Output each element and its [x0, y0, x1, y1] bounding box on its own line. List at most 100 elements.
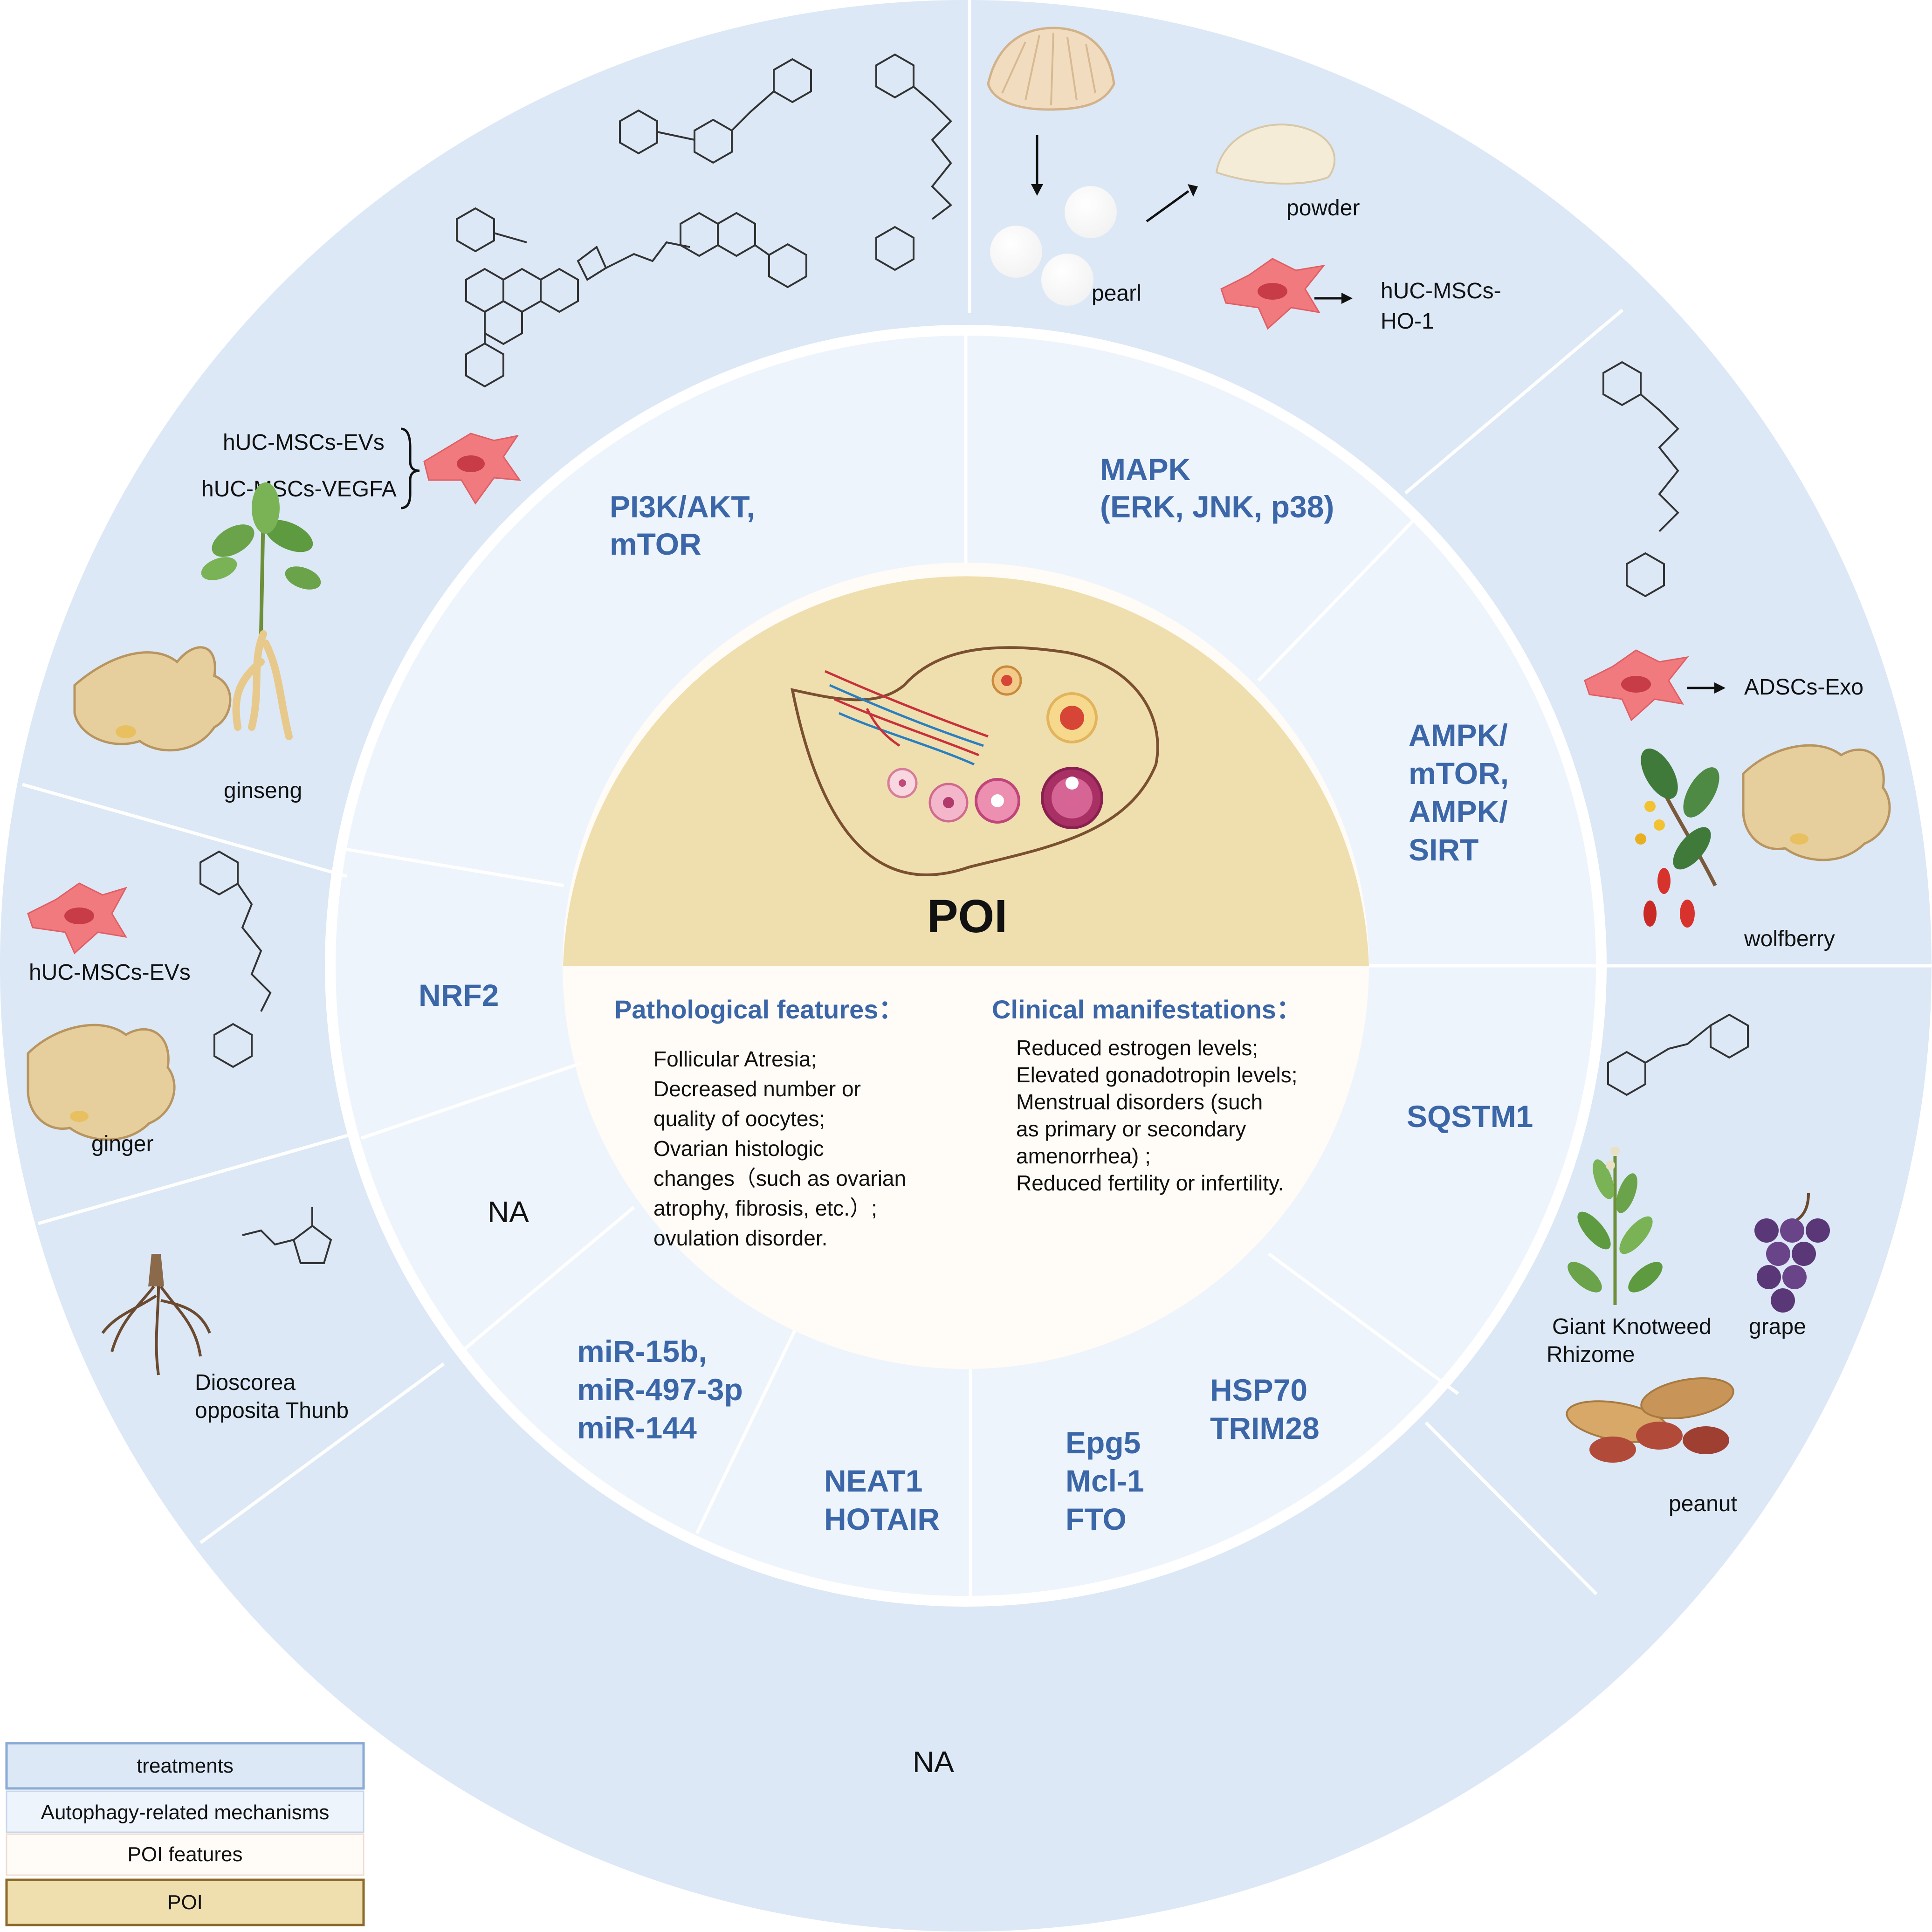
pathological-features: Pathological features： Follicular Atresi…: [614, 995, 906, 1250]
mechanism-line: NEAT1: [824, 1464, 922, 1498]
clinical-line: Menstrual disorders (such: [1016, 1090, 1263, 1114]
shell-icon: [987, 27, 1115, 111]
arrow-right-head: [1341, 293, 1353, 304]
treatment-bottom-na: NA: [913, 1745, 954, 1779]
legend-box-mechanisms: [6, 1790, 364, 1833]
curcumin-structure-right: [1602, 361, 1679, 598]
treatment-powder-label: powder: [1286, 196, 1360, 220]
poi-header-half: [563, 576, 1369, 966]
mechanism-line: (ERK, JNK, p38): [1100, 489, 1334, 524]
legend-label-mechanisms: Autophagy-related mechanisms: [41, 1801, 330, 1824]
dioscorea-root-illustration: [101, 1254, 211, 1375]
curcumin-structure-top: [875, 53, 953, 271]
mechanism-line: HOTAIR: [824, 1502, 940, 1536]
wolfberry-illustration: [1635, 748, 1719, 928]
allantoin-structure: [242, 1207, 332, 1264]
stem-cell-icon: [1584, 649, 1689, 722]
mechanism-line: Mcl-1: [1066, 1464, 1144, 1498]
clinical-line: Elevated gonadotropin levels;: [1016, 1063, 1298, 1087]
treatment-huc-mscs-vegfa: hUC-MSCs-VEGFA: [201, 477, 397, 502]
grape-illustration: [1754, 1193, 1830, 1313]
mechanism-mapk: MAPK (ERK, JNK, p38): [1100, 452, 1334, 524]
mechanism-na: NA: [488, 1195, 529, 1229]
treatment-huc-mscs-evs-label: hUC-MSCs-EVs: [29, 960, 191, 985]
mechanism-hsp70-trim28: HSP70 TRIM28: [1210, 1373, 1320, 1445]
clinical-line: Reduced estrogen levels;: [1016, 1036, 1258, 1060]
treatment-peanut-label: peanut: [1669, 1492, 1737, 1516]
mechanism-line: AMPK/: [1409, 794, 1508, 829]
pearl-2: [1065, 186, 1117, 238]
mechanism-line: TRIM28: [1210, 1411, 1320, 1445]
treatment-ginseng-label: ginseng: [224, 778, 302, 803]
mechanism-line: FTO: [1066, 1502, 1127, 1536]
arrow-to-powder: [1146, 190, 1189, 223]
ovary-illustration: [791, 646, 1159, 876]
outer-ring-dividers: [22, 0, 1932, 1595]
mechanism-line: miR-144: [577, 1410, 697, 1445]
clinical-line: amenorrhea) ;: [1016, 1144, 1151, 1168]
mechanism-line: SQSTM1: [1407, 1099, 1533, 1134]
pathological-header: Pathological features：: [614, 995, 904, 1024]
pearl-1: [990, 226, 1042, 278]
pearl-3: [1041, 254, 1093, 306]
mechanism-line: mTOR: [610, 527, 701, 561]
ginger-illustration-left: [27, 1024, 176, 1141]
ginger-illustration-ginseng: [73, 646, 232, 752]
treatment-huc-mscs-ho1-label: hUC-MSCs-: [1381, 279, 1501, 303]
ginseng-plant-illustration: [201, 482, 321, 740]
giant-knotweed-illustration: [1568, 1147, 1663, 1305]
clinical-line: as primary or secondary: [1016, 1117, 1246, 1141]
middle-ring-dividers: [340, 336, 1596, 1596]
legend-box-treatments: [5, 1742, 365, 1790]
pathological-line: atrophy, fibrosis, etc.）;: [653, 1196, 877, 1220]
pathological-line: Decreased number or: [653, 1077, 861, 1101]
mechanism-pi3k-akt-mtor: PI3K/AKT, mTOR: [610, 489, 755, 561]
treatment-adscs-exo-label: ADSCs-Exo: [1744, 675, 1863, 700]
ginger-illustration-wolfberry: [1742, 744, 1891, 861]
mechanism-sqstm1: SQSTM1: [1407, 1099, 1533, 1134]
mechanism-line: MAPK: [1100, 452, 1191, 487]
arrow-down-head: [1031, 184, 1043, 196]
clinical-manifestations: Clinical manifestations： Reduced estroge…: [992, 995, 1302, 1195]
arrow-right-head: [1714, 682, 1726, 694]
treatment-pearl-label: pearl: [1092, 281, 1141, 306]
arrow-to-powder-head: [1188, 184, 1198, 197]
treatment-knotweed-label: Rhizome: [1547, 1342, 1635, 1367]
legend-label-poi-features: POI features: [127, 1843, 242, 1866]
stem-cell-icon: [1220, 258, 1326, 330]
glucoside-structure: [619, 58, 812, 164]
mechanism-line: NRF2: [419, 978, 499, 1012]
legend-label-poi: POI: [167, 1891, 203, 1914]
mechanism-line: miR-15b,: [577, 1334, 707, 1368]
treatment-knotweed-label: Giant Knotweed: [1552, 1314, 1712, 1339]
mechanism-line: Epg5: [1066, 1425, 1141, 1460]
flavone-structure: [680, 212, 807, 289]
treatment-wolfberry-label: wolfberry: [1744, 927, 1835, 951]
mechanism-nrf2: NRF2: [419, 978, 499, 1012]
mechanism-mirna: miR-15b, miR-497-3p miR-144: [577, 1334, 743, 1445]
mechanism-line: mTOR,: [1409, 756, 1509, 791]
curcumin-structure-left: [199, 850, 272, 1068]
bracket: [400, 427, 420, 509]
legend: treatments Autophagy-related mechanisms …: [5, 1742, 365, 1926]
treatment-dioscorea-label: opposita Thunb: [195, 1398, 349, 1423]
pathological-line: quality of oocytes;: [653, 1107, 825, 1131]
pathological-line: Ovarian histologic: [653, 1136, 824, 1161]
mechanism-line: PI3K/AKT,: [610, 489, 755, 524]
treatment-huc-mscs-ho1-label: HO-1: [1381, 309, 1434, 334]
peanut-illustration: [1566, 1377, 1734, 1463]
powder-icon: [1215, 124, 1336, 185]
legend-box-poi: [5, 1878, 365, 1926]
ginsenoside-structure: [456, 207, 690, 388]
mechanism-line: miR-497-3p: [577, 1372, 743, 1407]
treatment-grape-label: grape: [1749, 1314, 1806, 1339]
stem-cell-icon: [27, 882, 128, 955]
mechanism-neat1-hotair: NEAT1 HOTAIR: [824, 1464, 940, 1536]
treatment-huc-mscs-evs: hUC-MSCs-EVs: [223, 430, 385, 455]
resveratrol-structure: [1607, 1013, 1749, 1096]
poi-title: POI: [927, 890, 1007, 942]
clinical-header: Clinical manifestations：: [992, 995, 1302, 1024]
stem-cell-icon: [423, 433, 522, 505]
mechanism-line: SIRT: [1409, 832, 1478, 867]
